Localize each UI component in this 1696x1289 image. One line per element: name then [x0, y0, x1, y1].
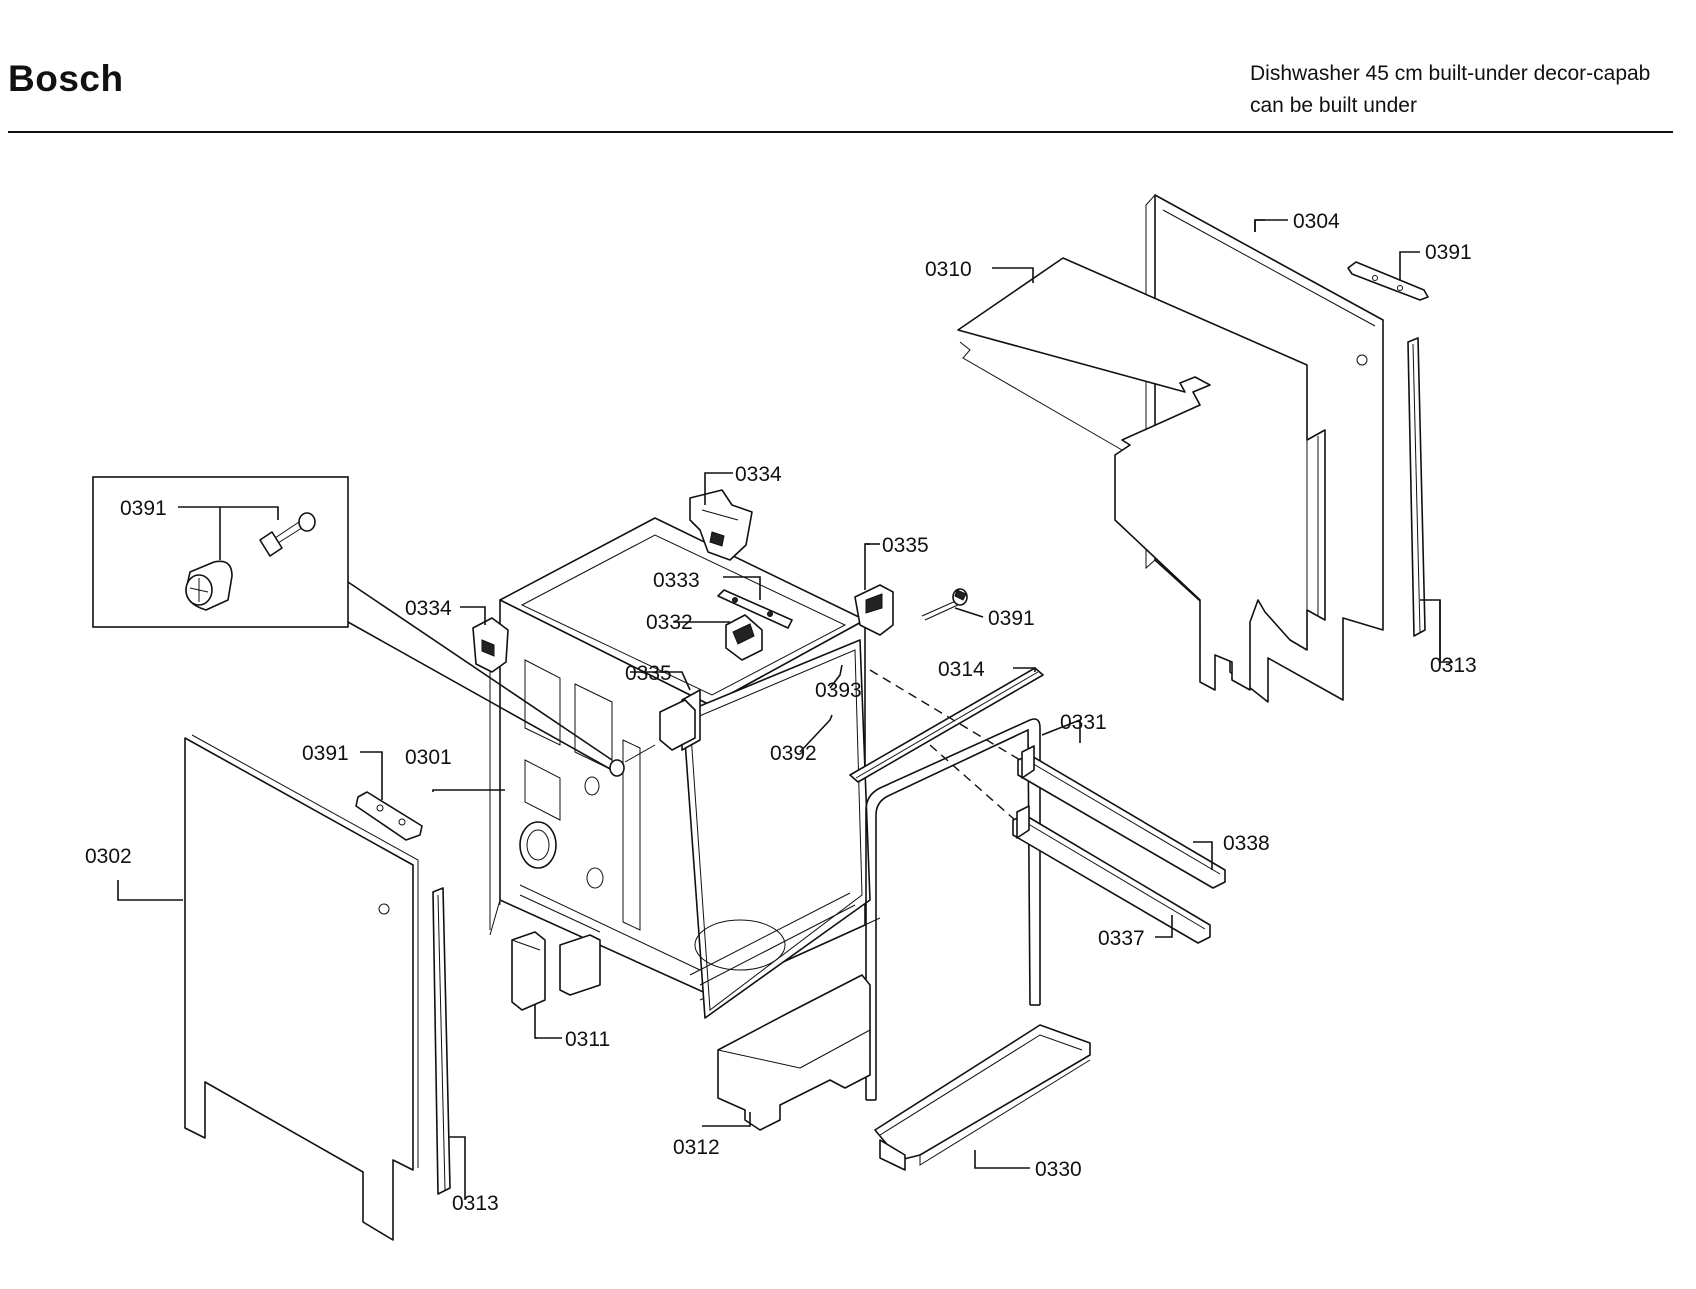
- part-0337-slide-rail: [1012, 805, 1211, 944]
- callout-0391-top: 0391: [1425, 241, 1472, 264]
- part-0391-top-bracket: [1347, 261, 1429, 301]
- inset-pointer-line-1: [347, 581, 613, 761]
- part-0391-left-bracket: [355, 791, 423, 841]
- model-description-line1: Dishwasher 45 cm built-under decor-capab: [1250, 62, 1651, 85]
- callout-0304: 0304: [1293, 210, 1340, 233]
- projection-line-1: [869, 669, 1021, 761]
- callout-0392: 0392: [770, 742, 817, 765]
- callout-0393: 0393: [815, 679, 862, 702]
- part-0332-hinge: [725, 614, 763, 661]
- callout-0333: 0333: [653, 569, 700, 592]
- callout-0391-inset: 0391: [120, 497, 167, 520]
- callout-0302: 0302: [85, 845, 132, 868]
- callout-0335-mid: 0335: [625, 662, 672, 685]
- callout-0330: 0330: [1035, 1158, 1082, 1181]
- part-0331-door-seal: [865, 718, 1041, 1101]
- callout-0334-top: 0334: [735, 463, 782, 486]
- part-0301-tub: [489, 517, 881, 1019]
- callout-0312: 0312: [673, 1136, 720, 1159]
- part-0335-mid-bracket: [659, 699, 696, 751]
- callout-0335-top: 0335: [882, 534, 929, 557]
- detail-inset-box: [92, 476, 349, 628]
- part-0312-plinth: [717, 974, 871, 1131]
- part-0391-mid-screw: [921, 588, 968, 621]
- callout-0391-left: 0391: [302, 742, 349, 765]
- header-rule: [8, 131, 1673, 133]
- callout-0391-mid: 0391: [988, 607, 1035, 630]
- part-0302-side-panel: [184, 734, 419, 1241]
- inset-pointer-line-2: [347, 621, 613, 771]
- callout-0311: 0311: [565, 1028, 610, 1051]
- callout-0313-left: 0313: [452, 1192, 499, 1215]
- part-0310-insulation-mat: [957, 257, 1326, 691]
- callout-0334-left: 0334: [405, 597, 452, 620]
- part-0313-right-strip: [1407, 337, 1426, 637]
- model-description-line2: can be built under: [1250, 94, 1417, 117]
- part-0311-foot-block: [511, 931, 601, 1011]
- callout-0338: 0338: [1223, 832, 1270, 855]
- model-description: Dishwasher 45 cm built-under decor-capab…: [1250, 58, 1650, 122]
- callout-0337: 0337: [1098, 927, 1145, 950]
- callout-0332: 0332: [646, 611, 693, 634]
- callout-0331: 0331: [1060, 711, 1107, 734]
- callout-0301: 0301: [405, 746, 452, 769]
- part-0330-tray: [874, 1024, 1091, 1171]
- part-0333-rail: [717, 589, 793, 629]
- projection-line-2: [929, 744, 1016, 821]
- callout-0313-right: 0313: [1430, 654, 1477, 677]
- part-0338-slide-rail: [1017, 745, 1226, 889]
- part-0314-rail: [849, 667, 1044, 783]
- leader-lines: [117, 219, 1453, 1200]
- part-0334-left-bracket: [472, 617, 509, 673]
- part-0334-top-bracket: [689, 489, 753, 561]
- part-0335-top-bracket: [854, 584, 894, 636]
- part-0391-tub-screw: [609, 744, 656, 777]
- callout-0314: 0314: [938, 658, 985, 681]
- brand-title: Bosch: [8, 58, 124, 99]
- callout-0310: 0310: [925, 258, 972, 281]
- part-0313-left-strip: [432, 887, 451, 1195]
